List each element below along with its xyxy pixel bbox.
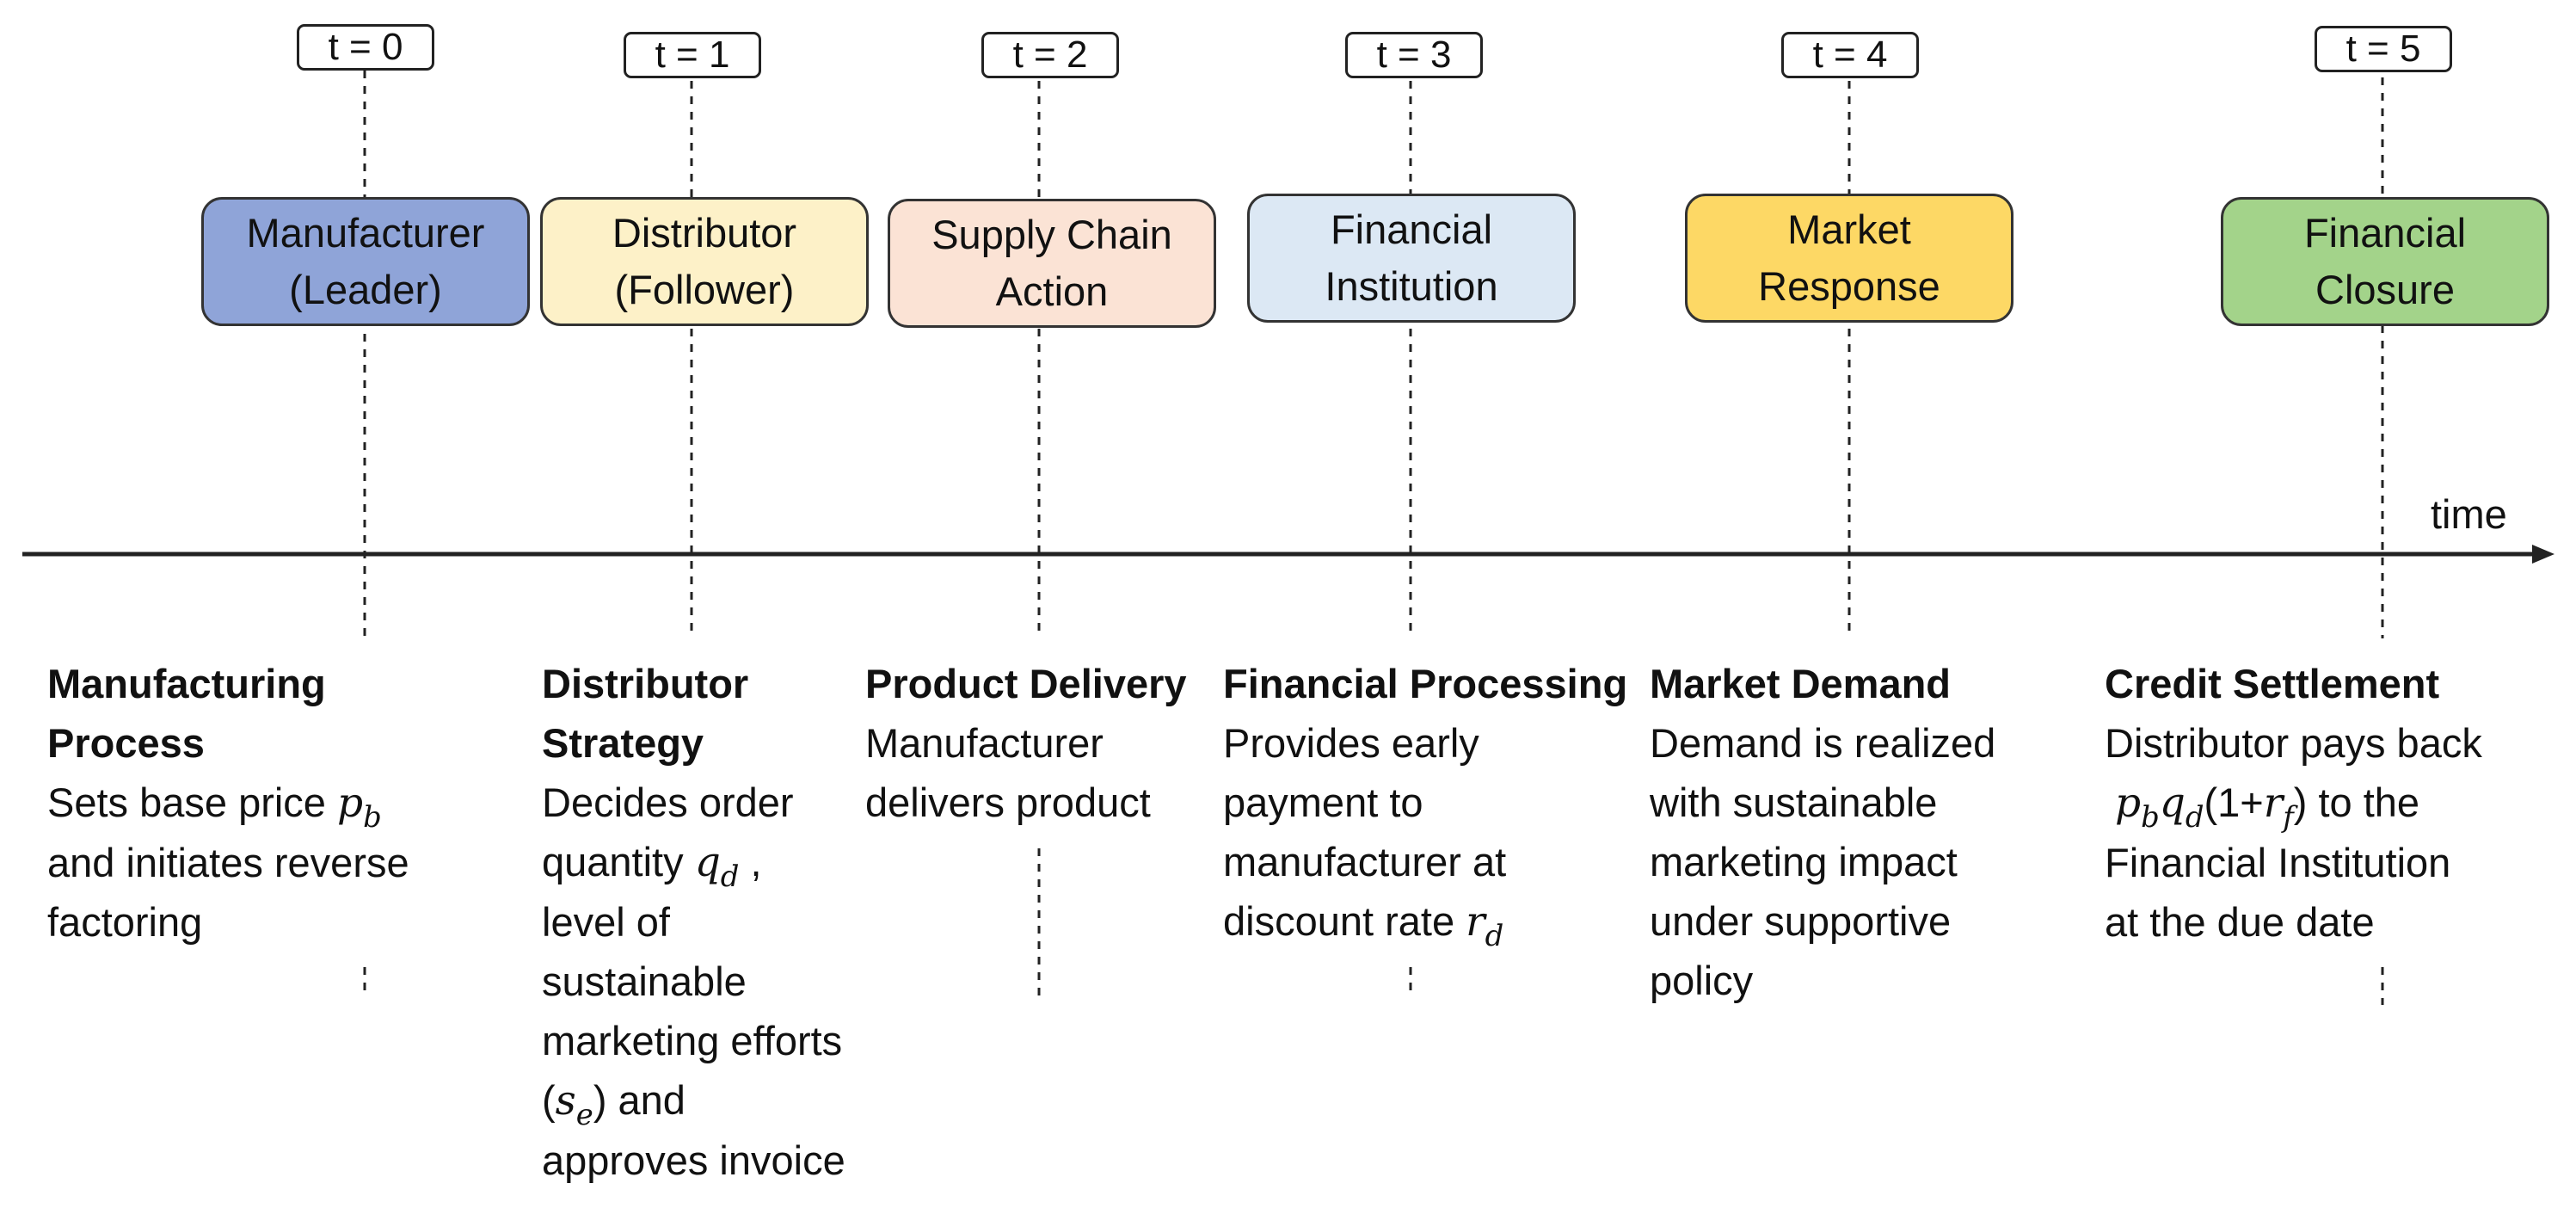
time-label-t5: t = 5 xyxy=(2315,26,2452,72)
description-line: marketing efforts xyxy=(542,1018,843,1063)
description-title: Distributor xyxy=(542,661,749,706)
description-line: level of xyxy=(542,899,670,945)
description-title: Process xyxy=(47,720,205,766)
time-label-t4: t = 4 xyxy=(1781,32,1919,78)
description-line: under supportive xyxy=(1650,898,1952,944)
stage-box-financial-closure: Financial Closure xyxy=(2221,197,2549,326)
stage-box-manufacturer: Manufacturer (Leader) xyxy=(201,197,530,326)
stage-box-line: Institution xyxy=(1325,263,1498,309)
description-text: (1+ xyxy=(2204,780,2264,825)
variable-pb: pb xyxy=(2115,780,2160,834)
description-title: Strategy xyxy=(542,720,704,766)
description-line: Demand is realized xyxy=(1650,720,1996,766)
description-text: ) to the xyxy=(2293,780,2420,825)
description-line: delivers product xyxy=(865,780,1151,825)
stage-box-line: Market xyxy=(1787,206,1911,252)
description-title: Product Delivery xyxy=(865,661,1187,706)
description-text: Sets base price xyxy=(47,780,326,825)
description-text: , xyxy=(750,839,762,884)
variable-qd: qd xyxy=(694,839,740,893)
description-market-demand: Market Demand Demand is realized with su… xyxy=(1650,654,1995,1010)
stage-box-supply-chain: Supply Chain Action xyxy=(888,199,1216,328)
description-text: discount rate xyxy=(1223,898,1455,944)
description-distributor-strategy: Distributor Strategy Decides order quant… xyxy=(542,654,845,1190)
variable-rd: rd xyxy=(1466,898,1504,952)
time-axis-arrowhead xyxy=(2532,545,2554,564)
stage-box-line: Response xyxy=(1758,263,1940,309)
stage-box-line: (Follower) xyxy=(614,267,795,312)
description-product-delivery: Product Delivery Manufacturer delivers p… xyxy=(865,654,1187,832)
stage-box-line: Action xyxy=(995,268,1109,314)
description-line: approves invoice xyxy=(542,1137,845,1183)
description-line: quantity qd , xyxy=(542,832,845,892)
description-line: Distributor pays back xyxy=(2105,720,2482,766)
stage-box-line: Financial xyxy=(2303,210,2467,256)
description-line: Sets base price pb xyxy=(47,773,409,833)
description-line: sustainable xyxy=(542,958,747,1004)
time-label-t3: t = 3 xyxy=(1345,32,1483,78)
description-line: at the due date xyxy=(2105,899,2375,945)
description-line: Manufacturer xyxy=(865,720,1104,766)
description-text: ( xyxy=(542,1077,556,1123)
description-text: quantity xyxy=(542,839,684,884)
variable-rf: rf xyxy=(2263,780,2294,834)
description-line: marketing impact xyxy=(1650,839,1958,884)
time-label-t0: t = 0 xyxy=(297,24,434,71)
description-credit-settlement: Credit Settlement Distributor pays back … xyxy=(2105,654,2482,952)
stage-box-line: Closure xyxy=(2315,267,2455,312)
description-line: Decides order xyxy=(542,780,794,825)
stage-box-financial-institution: Financial Institution xyxy=(1247,194,1576,323)
time-axis-label: time xyxy=(2431,491,2507,537)
stage-box-line: Manufacturer xyxy=(246,210,485,256)
stage-box-line: Distributor xyxy=(612,210,797,256)
description-line: policy xyxy=(1650,958,1754,1003)
variable-pb: pb xyxy=(337,780,382,834)
description-line: with sustainable xyxy=(1650,780,1938,825)
description-title: Financial Processing xyxy=(1223,661,1628,706)
description-title: Manufacturing xyxy=(47,661,326,706)
description-title: Market Demand xyxy=(1650,661,1951,706)
description-line: manufacturer at xyxy=(1223,839,1507,884)
description-text: ) and xyxy=(593,1077,685,1123)
description-line: and initiates reverse xyxy=(47,840,409,885)
description-line: (se) and xyxy=(542,1070,845,1131)
description-line: Provides early xyxy=(1223,720,1479,766)
stage-box-line: Supply Chain xyxy=(931,212,1172,257)
stage-box-line: Financial xyxy=(1330,206,1493,252)
description-line: Financial Institution xyxy=(2105,840,2451,885)
stage-box-distributor: Distributor (Follower) xyxy=(540,197,869,326)
description-line: payment to xyxy=(1223,780,1423,825)
description-line: pbqd(1+rf) to the xyxy=(2105,773,2482,833)
description-title: Credit Settlement xyxy=(2105,661,2440,706)
description-financial-processing: Financial Processing Provides early paym… xyxy=(1223,654,1627,952)
stage-box-line: (Leader) xyxy=(289,267,442,312)
variable-se: se xyxy=(555,1077,593,1131)
description-line: factoring xyxy=(47,899,203,945)
description-line: discount rate rd xyxy=(1223,891,1627,952)
description-manufacturing: Manufacturing Process Sets base price pb… xyxy=(47,654,409,952)
stage-box-market-response: Market Response xyxy=(1685,194,2013,323)
variable-qd: qd xyxy=(2159,780,2204,834)
time-label-t1: t = 1 xyxy=(624,32,761,78)
time-label-t2: t = 2 xyxy=(981,32,1119,78)
